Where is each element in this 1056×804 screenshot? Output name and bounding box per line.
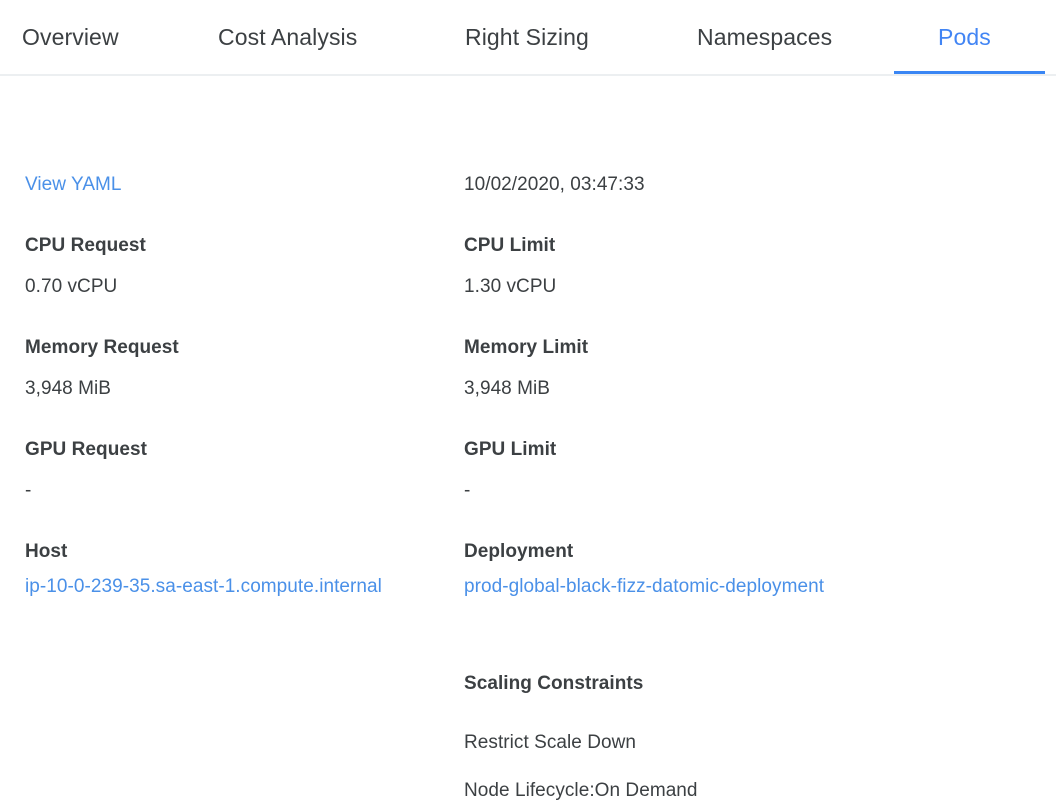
scaling-constraint-item-1-wrap: Node Lifecycle:On Demand <box>464 778 698 804</box>
deployment-link[interactable]: prod-global-black-fizz-datomic-deploymen… <box>464 576 825 597</box>
tab-pods[interactable]: Pods <box>938 0 991 74</box>
gpu-request-label: GPU Request <box>25 439 147 460</box>
memory-request-value: 3,948 MiB <box>25 378 111 399</box>
cpu-request-label: CPU Request <box>25 235 146 256</box>
deployment-field: Deployment <box>464 540 573 564</box>
memory-limit-value-wrap: 3,948 MiB <box>464 376 550 402</box>
cpu-limit-value-wrap: 1.30 vCPU <box>464 274 556 300</box>
tab-namespaces-label: Namespaces <box>697 23 833 50</box>
tab-cost-analysis-label: Cost Analysis <box>218 23 358 50</box>
host-value-wrap: ip-10-0-239-35.sa-east-1.compute.interna… <box>25 574 382 600</box>
timestamp-field: 10/02/2020, 03:47:33 <box>464 172 645 198</box>
timestamp-value: 10/02/2020, 03:47:33 <box>464 174 645 195</box>
gpu-limit-label: GPU Limit <box>464 439 557 460</box>
cpu-request-value: 0.70 vCPU <box>25 276 118 297</box>
deployment-value-wrap: prod-global-black-fizz-datomic-deploymen… <box>464 574 824 600</box>
cpu-request-field: CPU Request <box>25 234 146 258</box>
cpu-limit-label: CPU Limit <box>464 235 556 256</box>
cpu-limit-field: CPU Limit <box>464 234 555 258</box>
view-yaml-field: View YAML <box>25 172 122 198</box>
gpu-limit-value: - <box>464 480 471 501</box>
gpu-limit-value-wrap: - <box>464 478 470 504</box>
deployment-label: Deployment <box>464 541 574 562</box>
gpu-request-value: - <box>25 480 32 501</box>
scaling-constraint-item-0-wrap: Restrict Scale Down <box>464 730 636 756</box>
gpu-limit-field: GPU Limit <box>464 438 556 462</box>
active-tab-underline <box>894 71 1045 74</box>
gpu-request-value-wrap: - <box>25 478 31 504</box>
host-label: Host <box>25 541 68 562</box>
tab-pods-label: Pods <box>938 23 991 50</box>
tab-namespaces[interactable]: Namespaces <box>697 0 832 74</box>
scaling-constraint-item: Restrict Scale Down <box>464 732 637 753</box>
host-field: Host <box>25 540 67 564</box>
gpu-request-field: GPU Request <box>25 438 147 462</box>
tab-list: Overview Cost Analysis Right Sizing Name… <box>0 0 1056 74</box>
tab-cost-analysis[interactable]: Cost Analysis <box>218 0 357 74</box>
tab-bar: Overview Cost Analysis Right Sizing Name… <box>0 0 1056 76</box>
tab-right-sizing[interactable]: Right Sizing <box>465 0 589 74</box>
memory-request-label: Memory Request <box>25 337 179 358</box>
cpu-request-value-wrap: 0.70 vCPU <box>25 274 117 300</box>
memory-request-field: Memory Request <box>25 336 179 360</box>
scaling-constraints-field: Scaling Constraints <box>464 672 643 696</box>
view-yaml-link[interactable]: View YAML <box>25 174 122 195</box>
scaling-constraint-item: Node Lifecycle:On Demand <box>464 780 698 801</box>
tab-right-sizing-label: Right Sizing <box>465 23 589 50</box>
cpu-limit-value: 1.30 vCPU <box>464 276 557 297</box>
memory-limit-label: Memory Limit <box>464 337 589 358</box>
memory-limit-value: 3,948 MiB <box>464 378 550 399</box>
tab-overview[interactable]: Overview <box>22 0 119 74</box>
host-link[interactable]: ip-10-0-239-35.sa-east-1.compute.interna… <box>25 576 382 597</box>
memory-request-value-wrap: 3,948 MiB <box>25 376 111 402</box>
memory-limit-field: Memory Limit <box>464 336 588 360</box>
scaling-constraints-label: Scaling Constraints <box>464 673 644 694</box>
tab-overview-label: Overview <box>22 23 119 50</box>
